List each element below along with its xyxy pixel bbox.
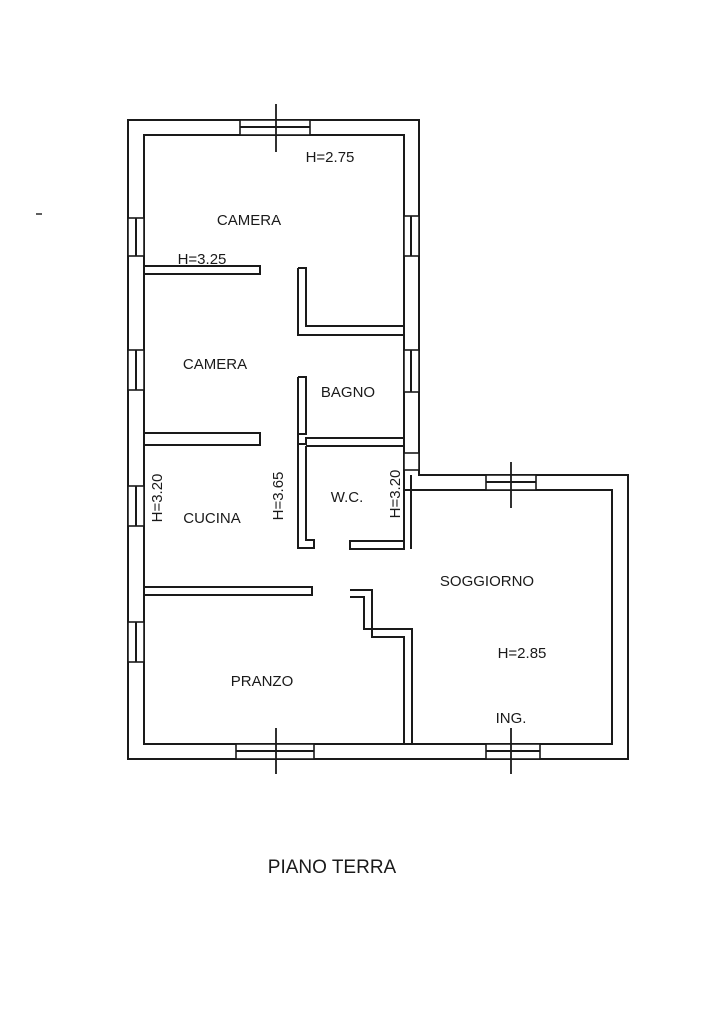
room-label-camera-mid: CAMERA <box>183 356 247 373</box>
axis-ticks <box>275 104 512 774</box>
interior-walls <box>143 265 413 744</box>
window <box>403 452 420 471</box>
entrance-label: ING. <box>496 710 527 727</box>
height-label-camera-top: H=2.75 <box>306 149 355 166</box>
floor-title: PIANO TERRA <box>268 857 397 878</box>
room-label-wc: W.C. <box>331 489 364 506</box>
windows <box>127 119 541 760</box>
height-label-cucina-left: H=3.20 <box>149 474 166 523</box>
height-label-soggiorno: H=2.85 <box>498 645 547 662</box>
room-label-pranzo: PRANZO <box>231 673 294 690</box>
height-label-corridor: H=3.65 <box>270 472 287 521</box>
height-label-wc: H=3.20 <box>387 470 404 519</box>
height-label-camera-mid: H=3.25 <box>178 251 227 268</box>
outer-wall <box>127 119 629 760</box>
room-label-bagno: BAGNO <box>321 384 375 401</box>
room-label-camera-top: CAMERA <box>217 212 281 229</box>
room-label-cucina: CUCINA <box>183 510 241 527</box>
room-label-soggiorno: SOGGIORNO <box>440 573 534 590</box>
